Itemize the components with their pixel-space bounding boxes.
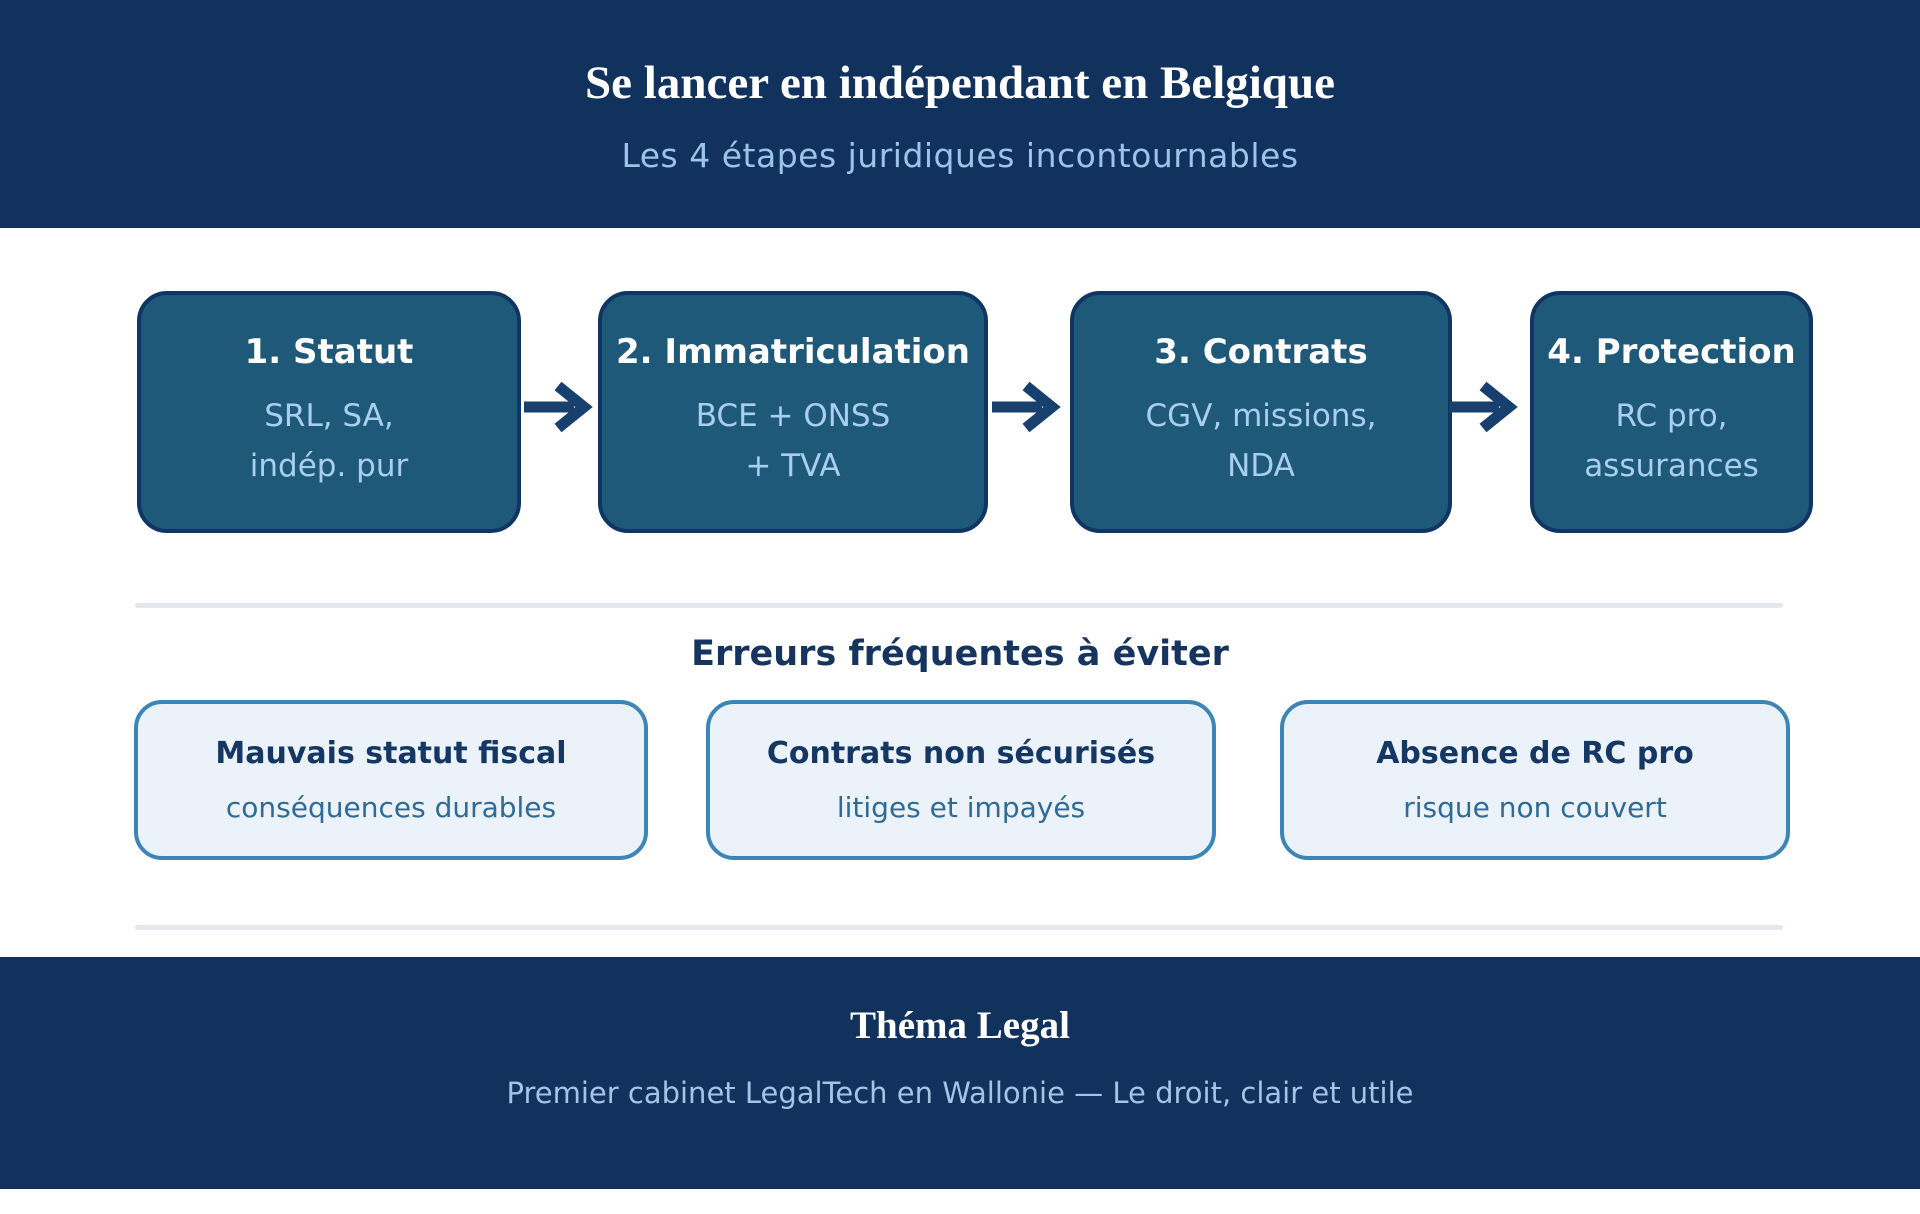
page-title: Se lancer en indépendant en Belgique xyxy=(585,57,1335,109)
error-card-statut-fiscal: Mauvais statut fiscal conséquences durab… xyxy=(134,700,648,860)
error-card-title: Absence de RC pro xyxy=(1376,736,1694,771)
error-card-subtitle: litiges et impayés xyxy=(836,791,1086,824)
step-detail-line: assurances xyxy=(1584,448,1759,485)
step-box-contrats: 3. Contrats CGV, missions, NDA xyxy=(1070,291,1452,533)
step-detail-line: SRL, SA, xyxy=(264,398,394,435)
header-band: Se lancer en indépendant en Belgique Les… xyxy=(0,0,1920,228)
error-card-subtitle: conséquences durables xyxy=(225,791,557,824)
section-divider xyxy=(135,603,1783,608)
step-title: 3. Contrats xyxy=(1154,332,1368,373)
step-title: 2. Immatriculation xyxy=(616,332,970,373)
error-card-title: Contrats non sécurisés xyxy=(766,736,1156,771)
right-arrow-icon xyxy=(524,381,593,433)
brand-name: Théma Legal xyxy=(850,1004,1070,1047)
errors-section-heading: Erreurs fréquentes à éviter xyxy=(691,634,1229,674)
step-detail-line: BCE + ONSS xyxy=(695,398,891,435)
step-detail-line: RC pro, xyxy=(1615,398,1728,435)
brand-tagline: Premier cabinet LegalTech en Wallonie — … xyxy=(506,1075,1414,1110)
error-card-subtitle: risque non couvert xyxy=(1403,791,1667,824)
step-detail-line: + TVA xyxy=(745,448,841,485)
step-detail-line: CGV, missions, xyxy=(1145,398,1377,435)
step-box-protection: 4. Protection RC pro, assurances xyxy=(1530,291,1813,533)
step-detail-line: indép. pur xyxy=(249,448,409,485)
error-card-rc-pro: Absence de RC pro risque non couvert xyxy=(1280,700,1790,860)
page-subtitle: Les 4 étapes juridiques incontournables xyxy=(621,136,1299,176)
step-box-immatriculation: 2. Immatriculation BCE + ONSS + TVA xyxy=(598,291,988,533)
section-divider xyxy=(135,925,1783,930)
step-title: 4. Protection xyxy=(1547,332,1796,373)
step-detail-line: NDA xyxy=(1227,448,1295,485)
step-title: 1. Statut xyxy=(244,332,414,373)
right-arrow-icon xyxy=(992,381,1061,433)
right-arrow-icon xyxy=(1449,381,1518,433)
error-card-title: Mauvais statut fiscal xyxy=(215,736,567,771)
footer-band: Théma Legal Premier cabinet LegalTech en… xyxy=(0,957,1920,1189)
error-card-contrats: Contrats non sécurisés litiges et impayé… xyxy=(706,700,1216,860)
step-box-statut: 1. Statut SRL, SA, indép. pur xyxy=(137,291,521,533)
